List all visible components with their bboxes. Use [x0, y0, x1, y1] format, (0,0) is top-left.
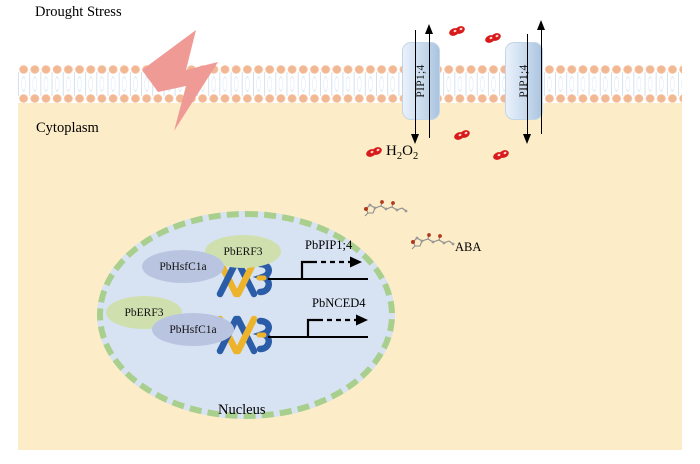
membrane-head-groups-outer [18, 64, 682, 75]
channel-protein-pip1-4-right[interactable]: PIP1;4 [505, 42, 543, 120]
aba-molecule [409, 233, 455, 260]
aba-label: ABA [455, 240, 482, 254]
protein-label: PbERF3 [223, 245, 263, 258]
influx-arrow-shaft-left [415, 30, 416, 134]
influx-arrow-shaft-right [527, 34, 528, 134]
lightning-bolt-icon [140, 28, 240, 138]
aba-molecule [362, 200, 408, 227]
cytoplasm-label: Cytoplasm [36, 120, 99, 136]
efflux-arrow-head-right [536, 20, 545, 30]
gene-label-pbnced4: PbNCED4 [312, 296, 366, 310]
h2o2-label: H2O2 [386, 143, 418, 162]
protein-label: PbHsfC1a [169, 323, 217, 336]
protein-pbhsfc1a-upper[interactable]: PbHsfC1a [142, 250, 224, 283]
efflux-arrow-shaft-left [429, 34, 430, 138]
gene-backbone-pbnced4 [268, 336, 368, 338]
h2o2-sub-2b: 2 [412, 151, 419, 162]
h2o2-molecule [492, 148, 510, 166]
protein-pbhsfc1a-lower[interactable]: PbHsfC1a [152, 313, 234, 346]
gene-backbone-pbpip1-4 [268, 278, 368, 280]
h2o2-molecule [448, 24, 466, 42]
influx-arrow-head-right [522, 134, 531, 144]
membrane-head-groups-inner [18, 93, 682, 104]
efflux-arrow-head-left [424, 24, 433, 34]
nucleus-label: Nucleus [218, 402, 266, 418]
channel-protein-pip1-4-left[interactable]: PIP1;4 [402, 42, 440, 120]
membrane-tail-lines [18, 72, 682, 96]
channel-label-left: PIP1;4 [415, 64, 427, 98]
h2o2-h: H [386, 143, 397, 159]
h2o2-molecule [484, 31, 502, 49]
efflux-arrow-shaft-right [541, 30, 542, 134]
h2o2-sub-2a: 2 [396, 151, 403, 162]
protein-label: PbHsfC1a [159, 260, 207, 273]
h2o2-o: O [402, 143, 413, 159]
influx-arrow-head-left [410, 134, 419, 144]
gene-label-pbpip1-4: PbPIP1;4 [305, 238, 353, 252]
drought-stress-label: Drought Stress [35, 4, 122, 20]
plasma-membrane [18, 64, 682, 104]
promoter-arrow-pbnced4 [306, 314, 376, 345]
promoter-arrow-pbpip1-4 [300, 256, 370, 287]
h2o2-molecule [453, 128, 471, 146]
protein-label: PbERF3 [124, 306, 164, 319]
protein-pberf3-upper[interactable]: PbERF3 [205, 235, 281, 268]
h2o2-molecule [365, 145, 383, 163]
channel-label-right: PIP1;4 [518, 64, 530, 98]
